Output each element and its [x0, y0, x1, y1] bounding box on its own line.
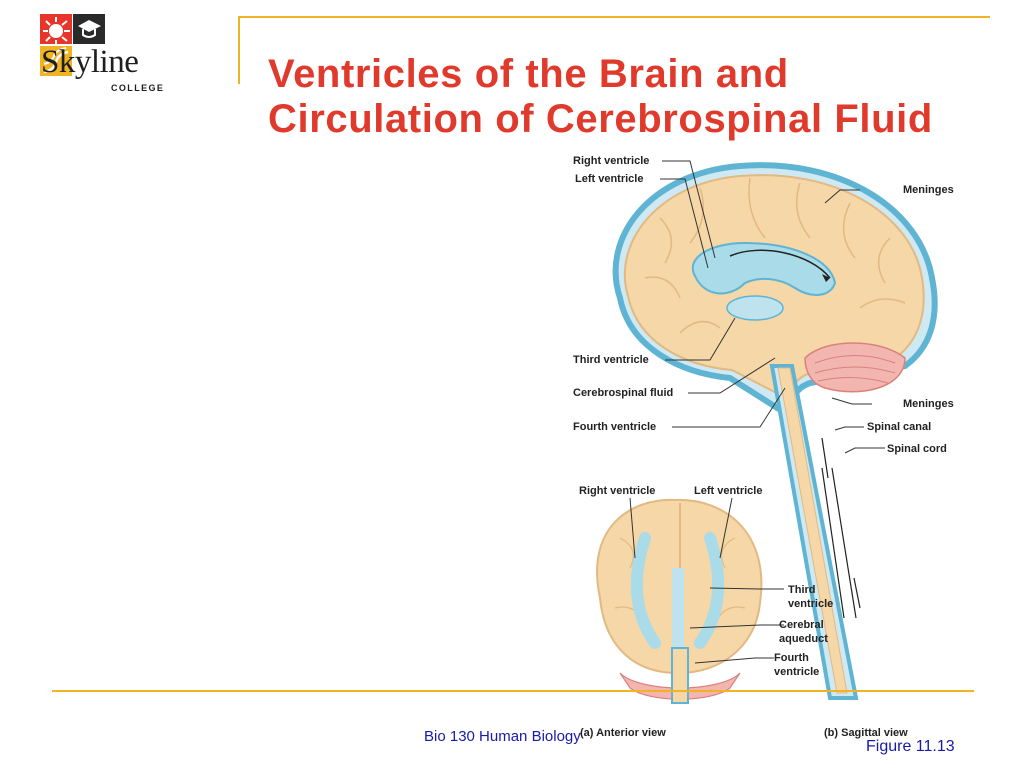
top-divider: [238, 16, 990, 18]
stairs-icon: [40, 46, 72, 76]
footer-course: Bio 130 Human Biology: [424, 728, 581, 745]
label-right-ventricle-anterior: Right ventricle: [579, 485, 655, 497]
label-meninges-top: Meninges: [903, 184, 954, 196]
vertical-divider: [238, 16, 240, 84]
cerebellum: [804, 342, 906, 393]
label-fourth-ventricle-anterior-line1: Fourth: [774, 652, 809, 664]
bottom-divider: [52, 690, 974, 692]
label-left-ventricle-sagittal: Left ventricle: [575, 173, 643, 185]
anterior-brain-illustration: [596, 498, 763, 704]
leader-lines: [629, 160, 885, 664]
label-third-ventricle-sagittal: Third ventricle: [573, 354, 649, 366]
label-cerebral-aqueduct-line2: aqueduct: [779, 633, 828, 645]
logo-wordmark: Skyline: [41, 44, 139, 80]
slide-title: Ventricles of the Brain and Circulation …: [268, 52, 933, 141]
sagittal-brain-illustration: [612, 162, 938, 700]
college-logo: [40, 14, 185, 94]
label-cerebrospinal-fluid: Cerebrospinal fluid: [573, 387, 673, 399]
label-spinal-canal: Spinal canal: [867, 421, 931, 433]
label-cerebral-aqueduct-line1: Cerebral: [779, 619, 824, 631]
label-right-ventricle-sagittal: Right ventricle: [573, 155, 649, 167]
logo-subtitle: COLLEGE: [111, 83, 165, 93]
sun-icon: [40, 14, 72, 44]
brain-ventricles-figure: Right ventricle Left ventricle Meninges …: [560, 148, 980, 740]
label-spinal-cord: Spinal cord: [887, 443, 947, 455]
figure-number: Figure 11.13: [866, 738, 955, 755]
label-meninges-mid: Meninges: [903, 398, 954, 410]
caption-sagittal-view: (b) Sagittal view: [824, 727, 908, 739]
graduation-cap-icon: [73, 14, 105, 44]
label-third-ventricle-anterior-line1: Third: [788, 584, 816, 596]
label-third-ventricle-anterior-line2: ventricle: [788, 598, 833, 610]
label-fourth-ventricle-anterior-line2: ventricle: [774, 666, 819, 678]
label-fourth-ventricle-sagittal: Fourth ventricle: [573, 421, 656, 433]
caption-anterior-view: (a) Anterior view: [580, 727, 666, 739]
label-left-ventricle-anterior: Left ventricle: [694, 485, 762, 497]
